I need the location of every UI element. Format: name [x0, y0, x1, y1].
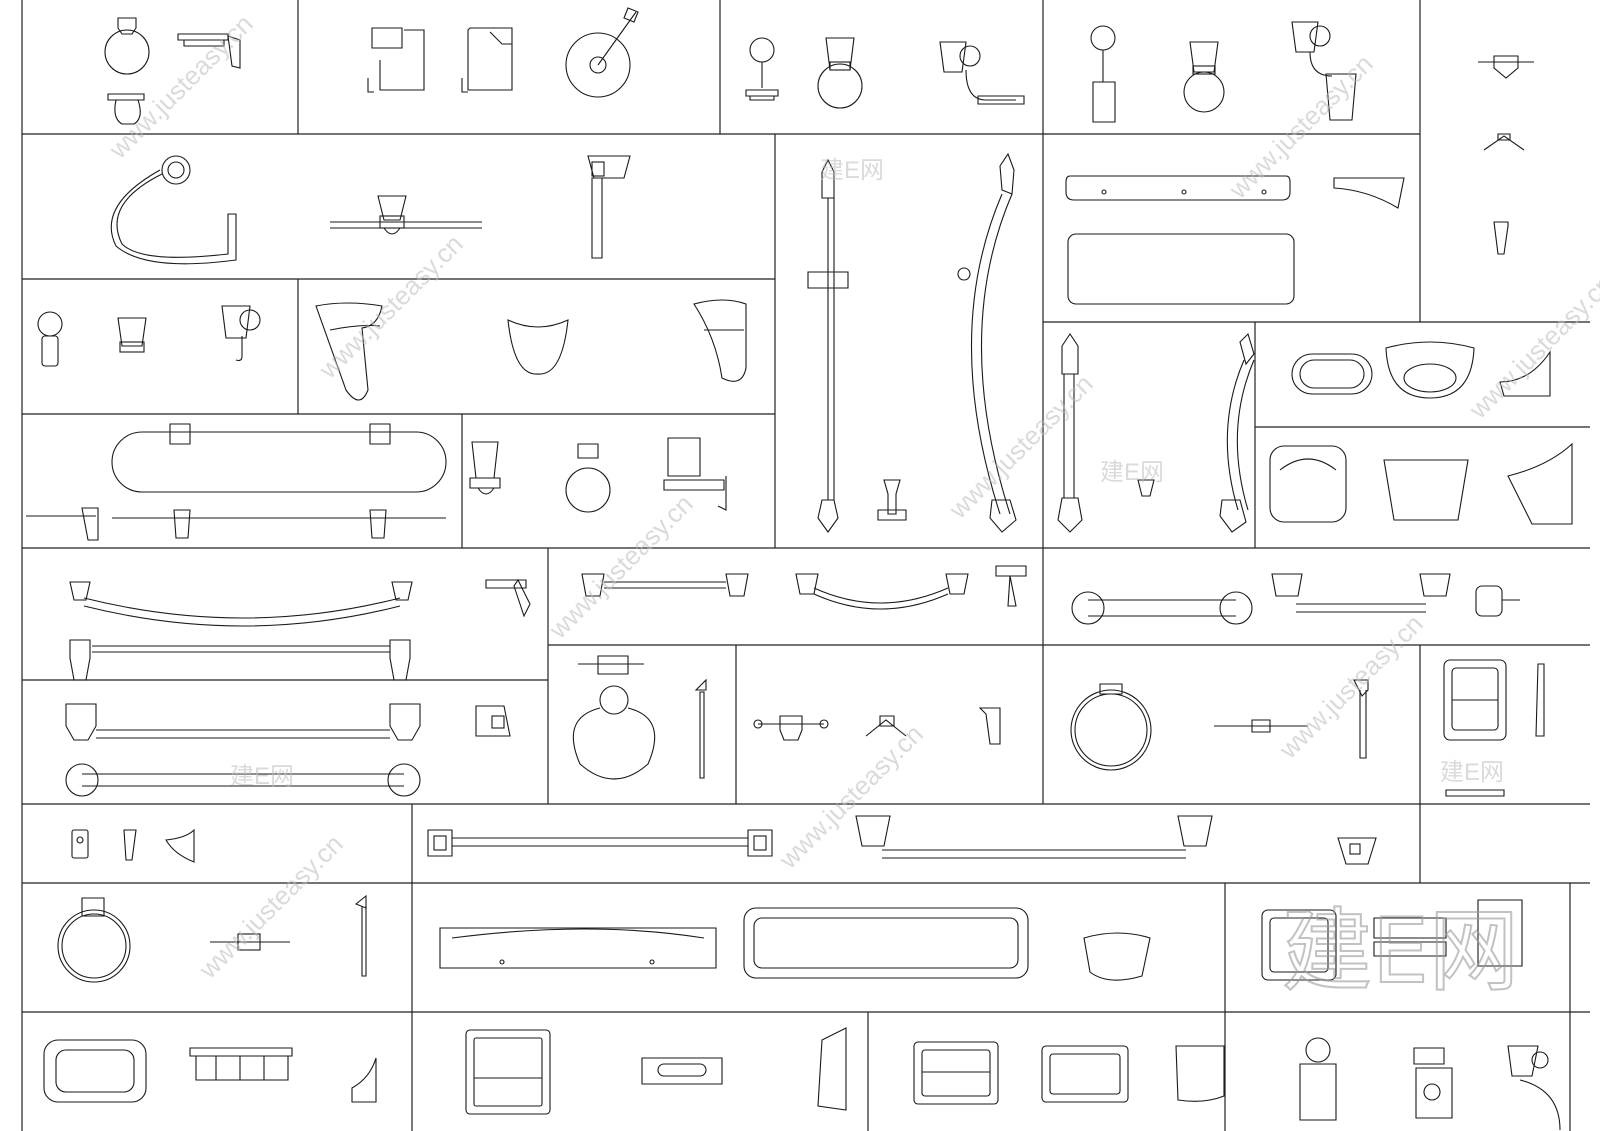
curved-towel-bar-long: [69, 578, 531, 627]
watermark-url: www.justeasy.cn: [542, 488, 698, 644]
watermark-url: www.justeasy.cn: [772, 718, 928, 874]
double-hooks: [753, 707, 1001, 745]
toothbrush-holder-bar: [330, 195, 482, 235]
watermark-url: www.justeasy.cn: [1462, 268, 1600, 424]
panel-grid: [21, 0, 1590, 1131]
paper-holder-covered: [367, 27, 513, 93]
cup-holders-row4: [469, 437, 727, 513]
glass-shelf: [1065, 175, 1405, 305]
small-hooks-row7: [71, 828, 195, 863]
towel-bars-pair-b: [581, 565, 1027, 610]
watermark-url: www.justeasy.cn: [942, 368, 1098, 524]
towel-ring-open: [110, 155, 237, 265]
towel-ring-square-mount: [57, 894, 367, 983]
robe-hook-small: [37, 305, 261, 367]
paper-holder-square: [1443, 659, 1545, 797]
toilet-brush-set-c: [1299, 1037, 1561, 1131]
oval-glass-shelf: [26, 423, 447, 541]
cup-holder-stem: [587, 155, 631, 259]
watermark-brand: 建E网: [820, 157, 884, 184]
towel-bar-wide-mount: [855, 815, 1377, 865]
soap-dishes-oval-basket: [1291, 341, 1551, 399]
tumbler-holders-set-a: [745, 37, 1025, 109]
soap-holder-round: [104, 17, 241, 125]
tissue-box-set: [913, 1041, 1225, 1105]
grab-bar-round-ends: [1071, 573, 1520, 625]
watermark-logo: 建E网: [1282, 899, 1519, 1004]
watermark-brand: 建E网: [1100, 459, 1164, 486]
watermark-url: www.justeasy.cn: [1222, 48, 1378, 204]
towel-bars-square: [65, 703, 511, 797]
shower-slide-bar: [807, 158, 907, 533]
soap-dishes-square: [1269, 442, 1573, 525]
straight-towel-bar-a: [69, 639, 411, 681]
watermark-brand: 建E网: [230, 763, 294, 790]
towel-ring-modern: [1070, 679, 1369, 771]
towel-bar-square-mount: [427, 829, 773, 857]
watermark-brand: 建E网: [1440, 759, 1504, 786]
toilet-paper-roll-holder: [565, 7, 639, 98]
towel-ring-classic: [572, 655, 707, 780]
curved-grab-bar: [957, 152, 1017, 533]
soap-tray-rounded: [43, 1039, 377, 1103]
corner-hook-pieces: [1478, 55, 1534, 255]
watermark-url: www.justeasy.cn: [312, 228, 468, 384]
paper-holder-recessed-b: [465, 1027, 847, 1115]
towel-bar-curved-b: [1057, 332, 1255, 533]
paper-holder-recessed: 建E网: [1261, 898, 1523, 1005]
watermark-url: www.justeasy.cn: [102, 8, 258, 164]
tumbler-holders-set-b: [1090, 21, 1357, 123]
watermark-url: www.justeasy.cn: [1272, 608, 1428, 764]
soap-dish-wall: [315, 299, 747, 401]
watermark-url: www.justeasy.cn: [192, 828, 348, 984]
shelf-tray-wide: [439, 907, 1151, 981]
